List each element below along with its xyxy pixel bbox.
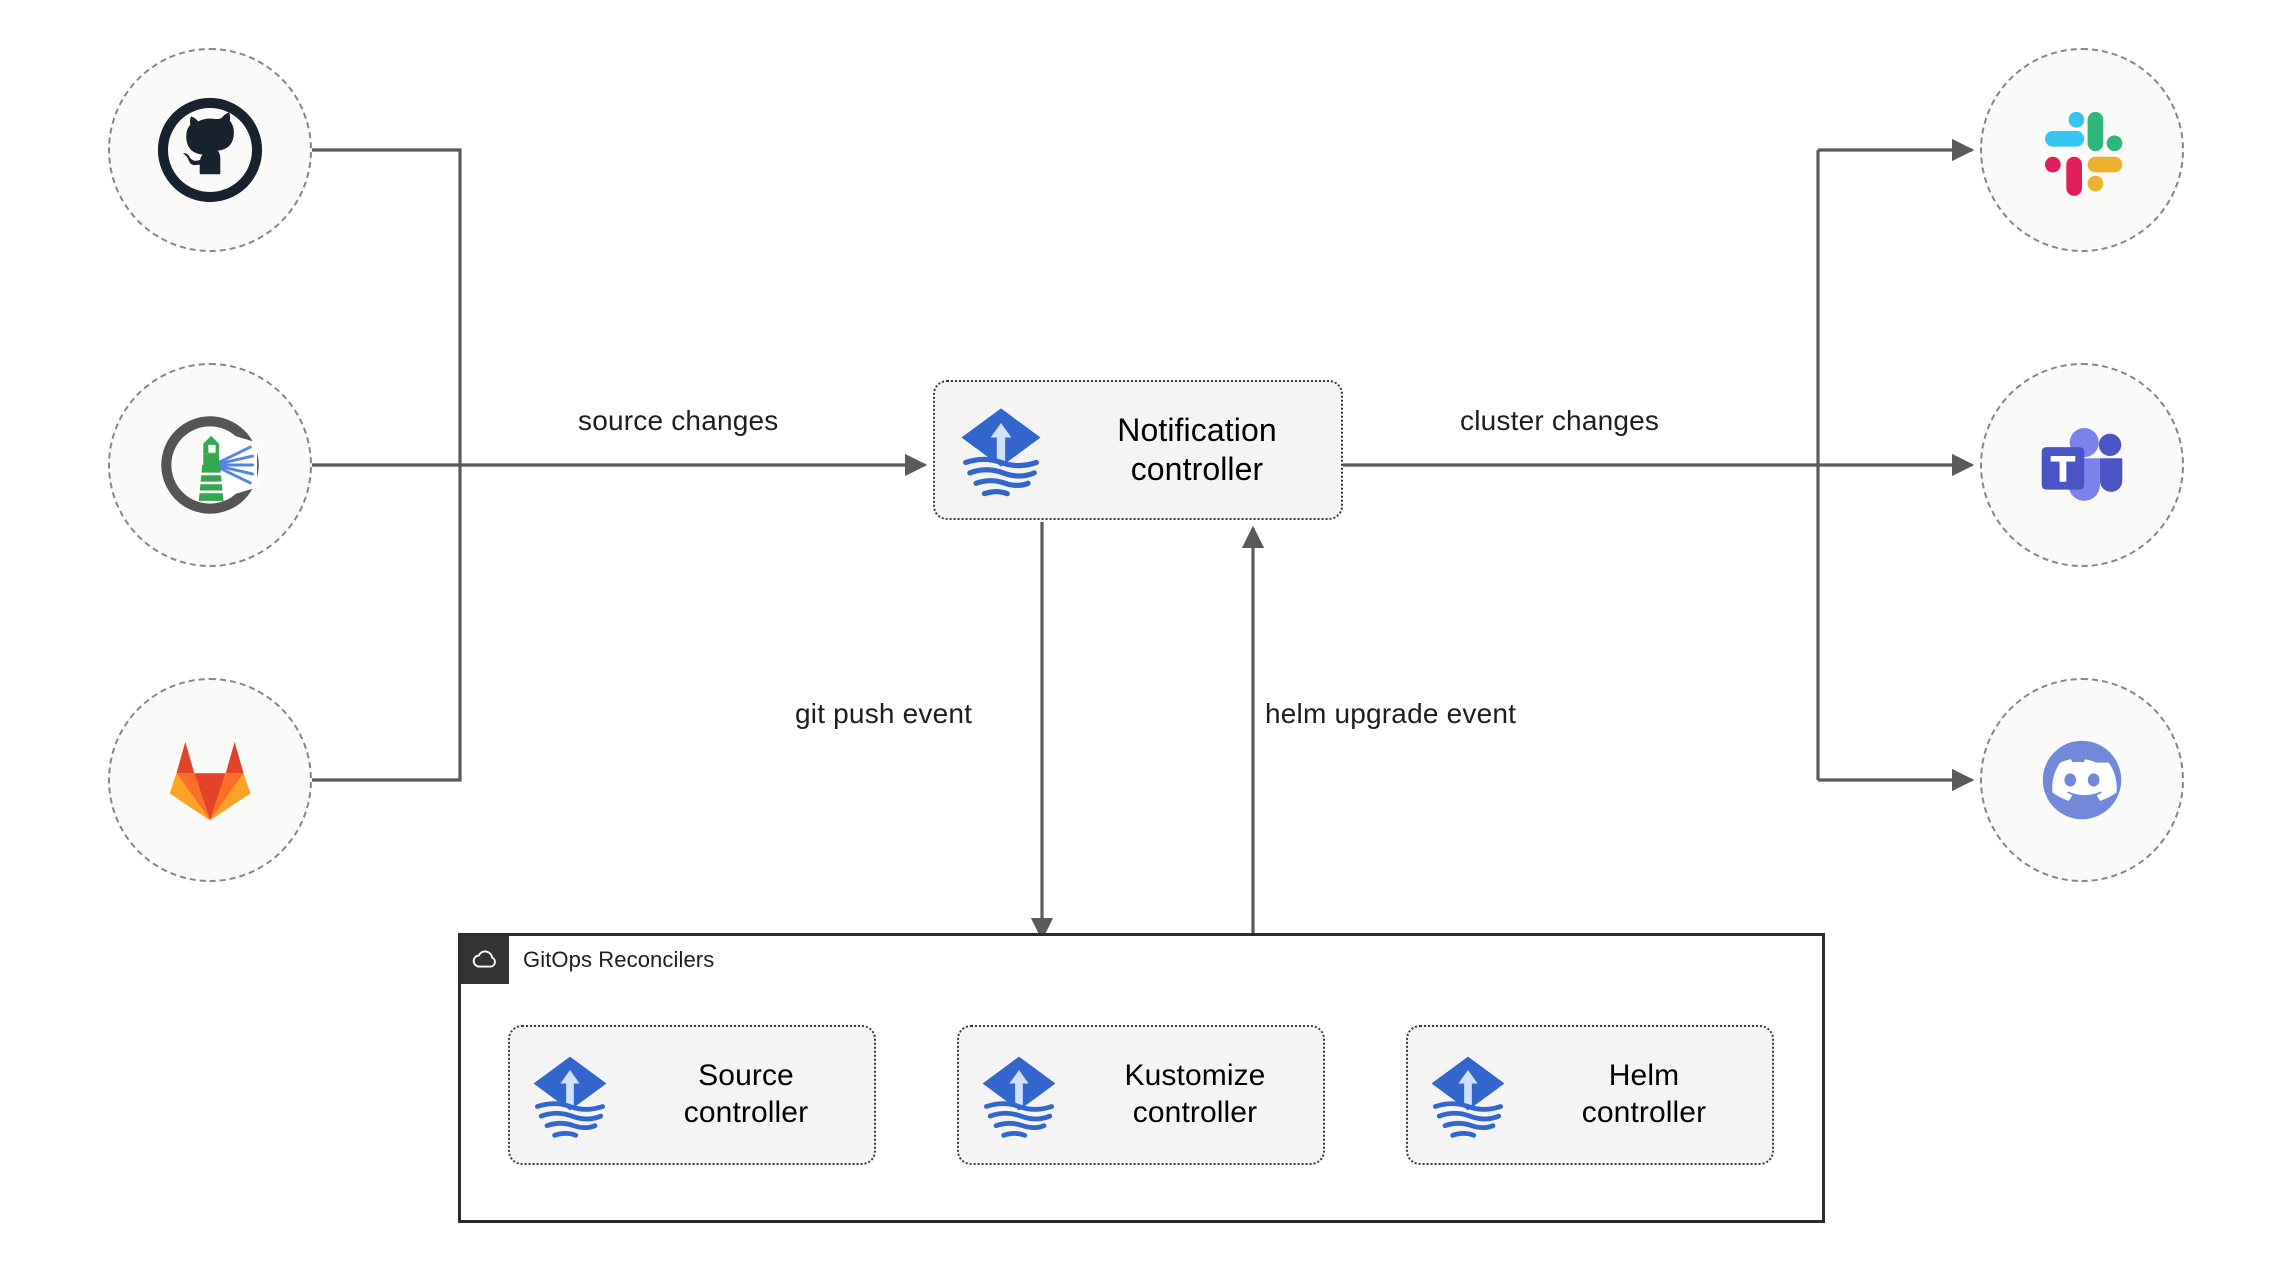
destination-node-slack[interactable] (1980, 48, 2184, 252)
helm-controller-box[interactable]: Helm controller (1406, 1025, 1774, 1165)
edge-label-source-changes: source changes (578, 405, 779, 436)
flux-icon (522, 1047, 618, 1143)
flux-icon (971, 1047, 1067, 1143)
edge-label-cluster-changes: cluster changes (1460, 405, 1660, 436)
source-node-gitea[interactable] (108, 363, 312, 567)
edge-github-to-trunk (312, 148, 462, 465)
container-title: GitOps Reconcilers (523, 947, 715, 972)
flux-icon (1420, 1047, 1516, 1143)
gitlab-icon (154, 724, 266, 836)
github-icon (154, 94, 266, 206)
source-node-gitlab[interactable] (108, 678, 312, 882)
edge-gitlab-to-trunk (312, 465, 462, 782)
teams-icon (2026, 409, 2138, 521)
source-node-github[interactable] (108, 48, 312, 252)
notification-controller-label: Notification controller (1117, 411, 1277, 487)
kustomize-controller-box[interactable]: Kustomize controller (957, 1025, 1325, 1165)
source-controller-box[interactable]: Source controller (508, 1025, 876, 1165)
gitea-icon (154, 409, 266, 521)
discord-icon (2026, 724, 2138, 836)
kustomize-controller-label: Kustomize controller (1124, 1059, 1266, 1129)
cloud-icon (461, 936, 509, 984)
destination-node-discord[interactable] (1980, 678, 2184, 882)
source-controller-label: Source controller (683, 1059, 809, 1129)
edge-label-helm-upgrade-event: helm upgrade event (1265, 698, 1517, 729)
destination-node-teams[interactable] (1980, 363, 2184, 567)
helm-controller-label: Helm controller (1581, 1059, 1707, 1129)
flux-icon (949, 398, 1053, 502)
notification-controller-box[interactable]: Notification controller (933, 380, 1343, 520)
edge-label-git-push-event: git push event (795, 698, 973, 729)
slack-icon (2026, 94, 2138, 206)
